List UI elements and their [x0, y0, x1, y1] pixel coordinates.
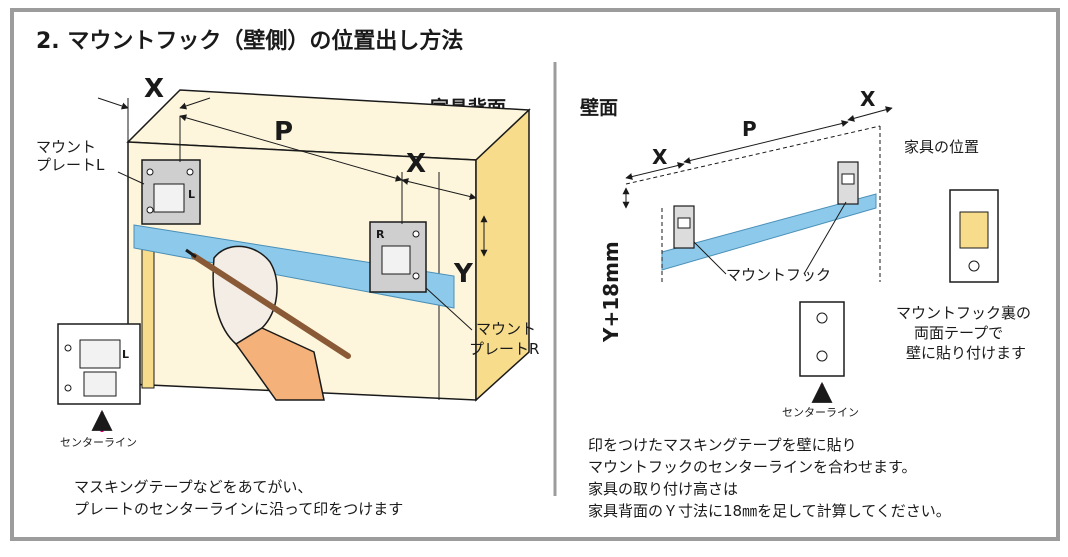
screw-hole: [186, 168, 194, 176]
plate-l-label-line1: マウント: [36, 138, 96, 156]
screw-hole: [146, 168, 154, 176]
right-panel: 壁面 X P X Y+18mm 家具の位置 マウントフック: [580, 87, 1031, 520]
center-line-label-left: センターライン: [60, 436, 137, 449]
furniture-side: [475, 108, 530, 402]
hook-detail-back: [949, 189, 999, 283]
dim-x-line-right-a: [625, 162, 685, 180]
plate-l-detail: L センターライン: [57, 323, 141, 449]
screw-hole: [64, 384, 72, 392]
plate-l-letter: L: [188, 188, 195, 201]
mount-hook-leader: [803, 201, 847, 275]
left-caption-line1: マスキングテープなどをあてがい、: [74, 478, 312, 496]
hand-with-pencil-illustration: [185, 245, 351, 401]
mount-hook-label: マウントフック: [726, 266, 831, 284]
plate-l-label-line2: プレートL: [36, 156, 105, 174]
tape-note-line1: マウントフック裏の: [896, 304, 1031, 322]
center-line-label-right: センターライン: [782, 406, 859, 419]
plate-l-leader: [117, 171, 145, 185]
hook-slot: [677, 217, 691, 229]
wall-hook-left: [673, 205, 695, 249]
hook-hole: [816, 312, 828, 324]
tape-note-line3: 壁に貼り付けます: [906, 344, 1026, 362]
dim-p-right-label: P: [742, 117, 757, 141]
dim-y18-label: Y+18mm: [599, 241, 623, 343]
dim-y-label: Y: [453, 259, 474, 289]
dim-x-line-right-b: [847, 106, 893, 122]
mount-plate-r: R: [369, 221, 427, 293]
wall-hook-right: [837, 161, 859, 205]
screw-hole: [412, 272, 420, 280]
mount-hook-leader: [693, 241, 727, 275]
double-sided-tape: [959, 211, 989, 249]
right-heading: 壁面: [580, 96, 618, 119]
screw-hole: [64, 344, 72, 352]
dim-x-left-label: X: [144, 74, 164, 104]
page-title: 2. マウントフック（壁側）の位置出し方法: [36, 28, 463, 54]
screw-hole: [146, 206, 154, 214]
plate-detail-letter: L: [122, 348, 129, 361]
dim-p-line: [179, 114, 403, 182]
hook-detail-front: センターライン: [782, 301, 859, 419]
instruction-panel: 2. マウントフック（壁側）の位置出し方法 家具背面 L: [10, 8, 1060, 541]
dim-x-arrow-right: [179, 97, 211, 110]
dim-x-right-label-b: X: [860, 87, 876, 111]
plate-l-window: [153, 183, 185, 213]
right-caption-line4: 家具背面のＹ寸法に18㎜を足して計算してください。: [588, 502, 951, 520]
plate-detail-window: [79, 339, 121, 369]
right-caption-line3: 家具の取り付け高さは: [588, 480, 738, 498]
left-panel: 家具背面 L R: [36, 74, 539, 518]
plate-r-leader: [425, 287, 473, 331]
plate-r-label-line1: マウント: [476, 320, 536, 338]
hook-hole: [816, 350, 828, 362]
dim-x-arrow-left: [97, 97, 129, 110]
sleeve: [234, 327, 325, 401]
plate-r-letter: R: [376, 228, 385, 241]
dim-p-left-label: P: [274, 117, 293, 147]
plate-detail-window: [83, 371, 117, 397]
furniture-position-label: 家具の位置: [904, 138, 979, 156]
hook-hole: [968, 260, 980, 272]
dim-x2-line: [401, 178, 477, 200]
dim-x-right-label: X: [406, 149, 426, 179]
plate-r-window: [381, 245, 411, 275]
pencil-tip: [185, 248, 197, 259]
furniture-leg: [141, 247, 155, 389]
tape-note-line2: 両面テープで: [914, 324, 1003, 342]
left-caption-line2: プレートのセンターラインに沿って印をつけます: [74, 500, 403, 518]
screw-hole: [412, 230, 420, 238]
mount-plate-l: L: [141, 159, 201, 225]
dim-p-line-right: [683, 120, 849, 164]
right-caption-line2: マウントフックのセンターラインを合わせます。: [588, 458, 917, 476]
right-caption-line1: 印をつけたマスキングテープを壁に貼り: [588, 436, 857, 454]
diagram-canvas: 2. マウントフック（壁側）の位置出し方法 家具背面 L: [36, 28, 1031, 520]
hook-slot: [841, 173, 855, 185]
pencil: [191, 253, 351, 359]
plate-r-label-line2: プレートR: [469, 340, 539, 358]
dim-x-right-label-a: X: [652, 145, 668, 169]
